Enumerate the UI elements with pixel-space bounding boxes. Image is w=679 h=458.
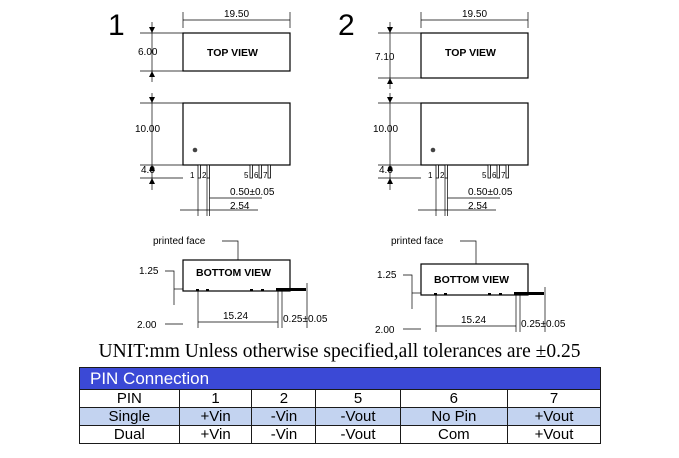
bottom-view-label: BOTTOM VIEW (196, 267, 271, 279)
bottom-view-box (420, 263, 529, 296)
dim-span: 15.24 (223, 311, 248, 322)
printed-face-label: printed face (391, 236, 444, 247)
dim-pin-pitch: 2.54 (230, 201, 250, 212)
header-cell: 2 (251, 389, 317, 408)
pin-label: 2 (440, 171, 445, 180)
side-view-box (182, 102, 291, 166)
table-header-row: PIN 1 2 5 6 7 (79, 389, 601, 408)
dim-bottom-height: 2.00 (137, 320, 157, 331)
dim-offset: 1.25 (139, 266, 159, 277)
top-view-box (182, 32, 291, 72)
printed-face-label: printed face (153, 236, 206, 247)
dim-height: 6.00 (138, 47, 158, 58)
dim-pin-pitch: 2.54 (468, 201, 488, 212)
pin-label: 5 (482, 171, 487, 180)
pin1-marker (192, 147, 198, 153)
unit-tolerance-note: UNIT:mm Unless otherwise specified,all t… (98, 341, 581, 362)
dim-arrows (387, 97, 393, 184)
dim-thickness: 0.25±0.05 (283, 314, 328, 325)
table-row: Dual +Vin -Vin -Vout Com +Vout (79, 425, 601, 444)
pin-6 (258, 164, 262, 179)
table-title: PIN Connection (79, 367, 601, 390)
dim-pin-width: 0.50±0.05 (230, 187, 275, 198)
pin-marks (434, 292, 544, 295)
dim-pin-length: 4.0 (141, 165, 155, 176)
table-row: Single +Vin -Vin -Vout No Pin +Vout (79, 407, 601, 426)
row-label: Single (79, 407, 180, 426)
table-cell: No Pin (399, 407, 509, 426)
bottom-view-label: BOTTOM VIEW (434, 274, 509, 286)
view-number: 1 (108, 9, 125, 42)
pin-label: 7 (501, 171, 506, 180)
pin-5 (487, 164, 491, 179)
pins: 1 2 5 6 7 (190, 164, 271, 180)
dim-line (165, 270, 175, 305)
pin-7 (505, 164, 509, 179)
top-view-box (420, 32, 529, 79)
pin-label: 5 (244, 171, 249, 180)
top-view-label: TOP VIEW (445, 47, 496, 59)
pin-5 (249, 164, 253, 179)
row-label: Dual (79, 425, 180, 444)
pin-label: 1 (428, 171, 433, 180)
pin-2 (206, 164, 210, 179)
table-cell: +Vin (178, 425, 253, 444)
table-cell: +Vout (507, 407, 601, 426)
pin-connection-table: PIN Connection PIN 1 2 5 6 7 Single +Vin… (79, 367, 601, 444)
table-cell: +Vin (178, 407, 253, 426)
table-cell: -Vin (251, 407, 317, 426)
bottom-view-box (182, 259, 291, 292)
mechanical-drawing: 1 19.50 TOP VIEW 6.00 10.00 4.0 1 (108, 9, 566, 336)
dim-pin-length: 4.0 (379, 165, 393, 176)
pin-1 (197, 164, 201, 179)
pin-label: 6 (492, 171, 497, 180)
view-number: 2 (338, 9, 355, 42)
dim-arrows (149, 97, 155, 184)
view-1: 1 19.50 TOP VIEW 6.00 10.00 4.0 1 (108, 9, 328, 331)
dim-width: 19.50 (462, 9, 487, 20)
dim-thickness: 0.25±0.05 (521, 319, 566, 330)
leader-line (460, 240, 477, 264)
pin-label: 1 (190, 171, 195, 180)
side-view-box (420, 102, 529, 166)
table-title-row: PIN Connection (79, 367, 601, 390)
pin-2 (444, 164, 448, 179)
header-cell: 1 (178, 389, 253, 408)
dim-body-height: 10.00 (135, 124, 160, 135)
dim-height: 7.10 (375, 52, 395, 63)
dim-pin-width: 0.50±0.05 (468, 187, 513, 198)
dim-span: 15.24 (461, 315, 486, 326)
pin-6 (496, 164, 500, 179)
pin-marks (196, 288, 306, 291)
dim-offset: 1.25 (377, 270, 397, 281)
table-cell: -Vout (315, 425, 401, 444)
pin-label: 6 (254, 171, 259, 180)
pin-label: 2 (202, 171, 207, 180)
dim-bottom-height: 2.00 (375, 325, 395, 336)
header-cell: 7 (507, 389, 601, 408)
dim-body-height: 10.00 (373, 124, 398, 135)
table-cell: Com (399, 425, 509, 444)
pins: 1 2 5 6 7 (428, 164, 509, 180)
table-cell: +Vout (507, 425, 601, 444)
top-view-label: TOP VIEW (207, 47, 258, 59)
pin-7 (267, 164, 271, 179)
header-cell: PIN (79, 389, 180, 408)
dim-line (403, 274, 413, 309)
view-2: 2 19.50 TOP VIEW 7.10 10.00 4.0 1 2 5 (338, 9, 566, 336)
header-cell: 6 (399, 389, 509, 408)
header-cell: 5 (315, 389, 401, 408)
table-cell: -Vout (315, 407, 401, 426)
dim-width: 19.50 (224, 9, 249, 20)
leader-line (222, 240, 239, 260)
pin-label: 7 (263, 171, 268, 180)
pin1-marker (430, 147, 436, 153)
table-cell: -Vin (251, 425, 317, 444)
pin-1 (435, 164, 439, 179)
